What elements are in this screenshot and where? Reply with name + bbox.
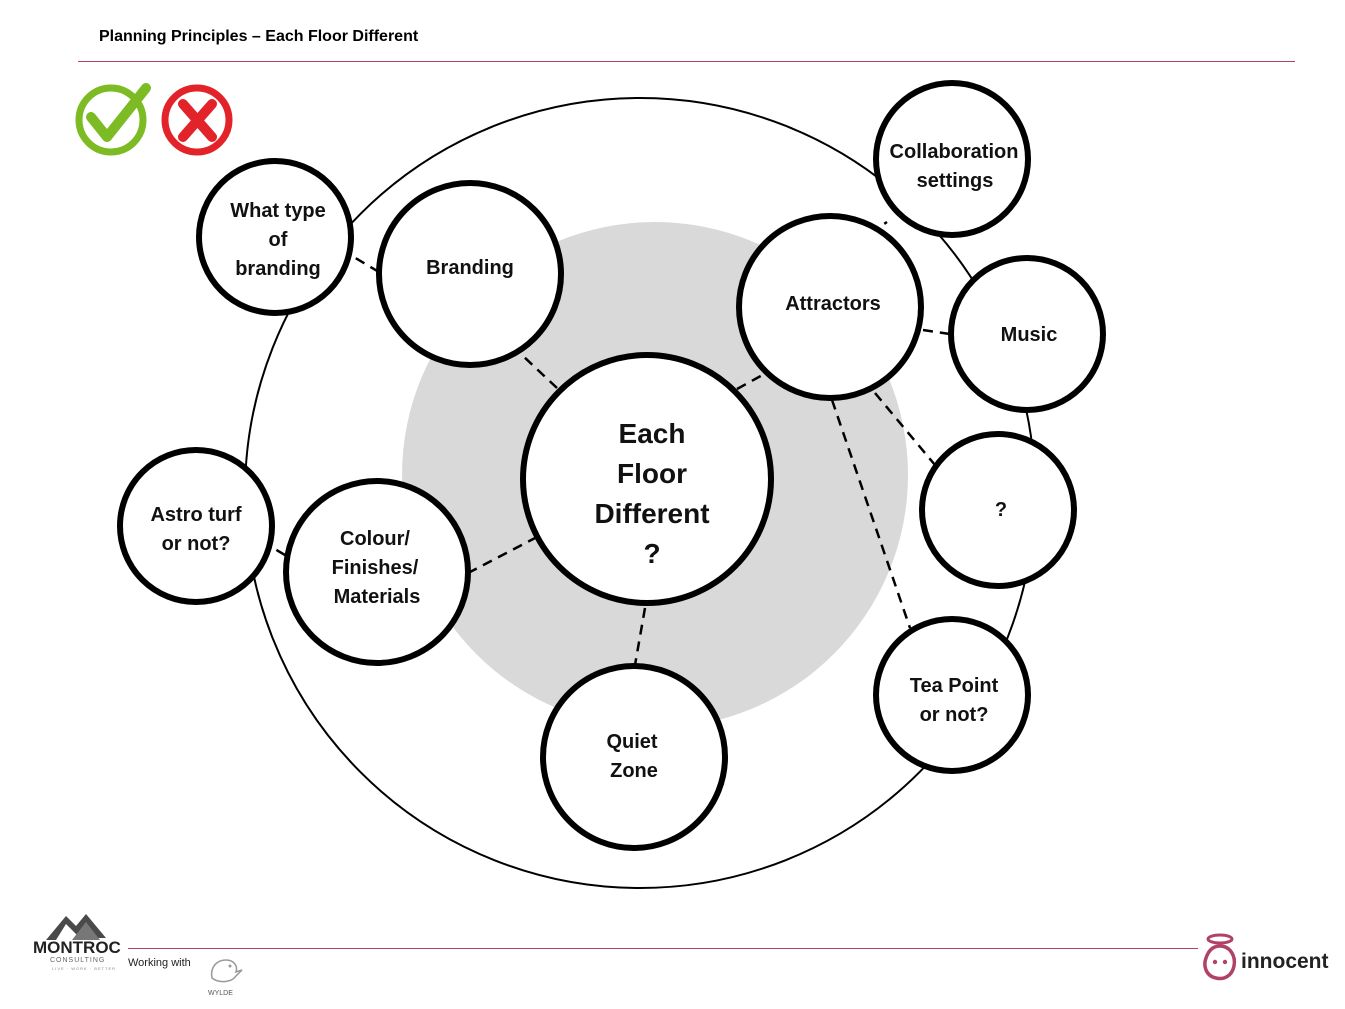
connector-center-branding (522, 355, 558, 389)
wylde-bird-icon (210, 959, 243, 983)
node-colour-finishes (283, 478, 471, 666)
check-icon (75, 83, 151, 156)
center-node (520, 352, 774, 606)
label-music: Music (1001, 324, 1058, 346)
montroc-sub: CONSULTING (50, 957, 106, 964)
label-tea-1: Tea Point (910, 675, 999, 697)
node-question (919, 431, 1077, 589)
header-divider (78, 61, 1295, 62)
label-astro-1: Astro turf (150, 504, 241, 526)
label-collab-2: settings (917, 170, 994, 192)
svg-text:?: ? (643, 538, 660, 569)
connector-attractors-tea (830, 399, 912, 629)
innocent-wordmark: innocent (1241, 950, 1329, 973)
montroc-name: MONTROC (33, 938, 121, 957)
label-colour-3: Materials (334, 586, 421, 608)
footer-montroc: MONTROC CONSULTING LIVE · WORK · BETTER … (30, 908, 260, 1008)
working-with-text: Working with (128, 957, 191, 969)
connector-center-quiet (633, 607, 647, 666)
connector-branding-what-type (351, 254, 380, 274)
node-collaboration-settings (873, 80, 1031, 238)
cross-icon (161, 84, 233, 156)
footer-divider (128, 948, 1198, 949)
svg-text:Floor: Floor (617, 458, 687, 489)
label-what-type-1: What type (230, 200, 326, 222)
connector-center-attractors (736, 370, 769, 391)
label-what-type-2: of (269, 229, 288, 251)
connector-colour-astro (267, 543, 286, 557)
label-colour-2: Finishes/ (332, 557, 419, 579)
node-branding (376, 180, 564, 368)
wylde-logo-text: WYLDE (208, 990, 233, 997)
svg-text:Each: Each (619, 418, 686, 449)
label-astro-2: or not? (162, 533, 231, 555)
node-circles (117, 80, 1106, 851)
center-label: Each Floor Different ? (594, 418, 709, 569)
label-branding: Branding (426, 257, 514, 279)
label-what-type-3: branding (235, 258, 321, 280)
node-attractors (736, 213, 924, 401)
node-what-type-of-branding (196, 158, 354, 316)
footer-innocent: innocent (1198, 928, 1344, 988)
label-quiet-2: Zone (610, 760, 658, 782)
svg-text:Different: Different (594, 498, 709, 529)
node-quiet-zone (540, 663, 728, 851)
label-attractors: Attractors (785, 293, 881, 315)
connector-attractors-music (922, 328, 951, 336)
connector-center-colour (469, 535, 538, 574)
node-labels: Branding What type of branding Attractor… (150, 141, 1057, 782)
label-quiet-1: Quiet (606, 731, 657, 753)
slide-title: Planning Principles – Each Floor Differe… (99, 28, 419, 45)
innocent-face-icon (1203, 933, 1237, 981)
label-collab-1: Collaboration (890, 141, 1019, 163)
node-music (948, 255, 1106, 413)
label-question: ? (995, 499, 1007, 521)
mountain-logo-icon (46, 914, 106, 940)
node-astro-turf (117, 447, 275, 605)
montroc-tagline: LIVE · WORK · BETTER (52, 966, 117, 971)
label-tea-2: or not? (920, 704, 989, 726)
label-colour-1: Colour/ (340, 528, 410, 550)
node-tea-point (873, 616, 1031, 774)
